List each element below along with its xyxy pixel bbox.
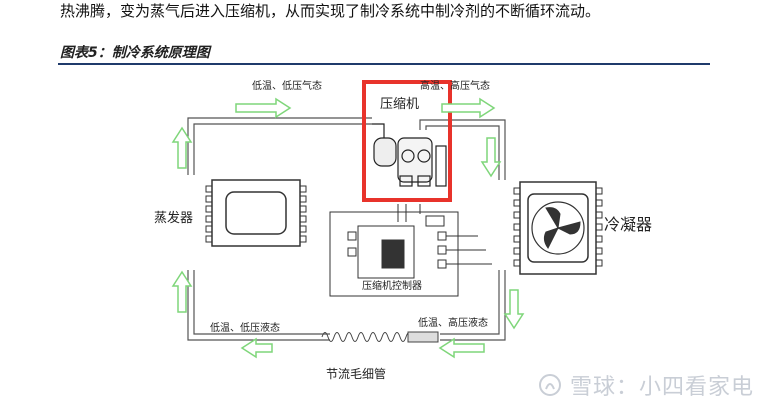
- label-top-left-flow: 低温、低压气态: [252, 79, 322, 92]
- snowball-logo-icon: [539, 374, 561, 396]
- flow-arrow-left-up-1: [171, 126, 193, 169]
- label-controller: 压缩机控制器: [362, 279, 422, 292]
- flow-arrow-bottom-left: [240, 337, 273, 359]
- label-compressor: 压缩机: [380, 96, 419, 112]
- flow-arrow-left-up-2: [171, 270, 193, 313]
- flow-arrow-right-down-1: [480, 137, 502, 178]
- capillary-coil: [321, 331, 439, 343]
- evaporator-unit: [205, 179, 307, 247]
- condenser-unit: [513, 181, 603, 275]
- label-top-right-flow: 高温、高压气态: [420, 79, 490, 92]
- caption-divider: [58, 63, 710, 65]
- label-evaporator: 蒸发器: [154, 210, 193, 226]
- flow-arrow-right-down-2: [503, 289, 525, 330]
- figure-caption: 图表5：制冷系统原理图: [60, 45, 210, 61]
- refrigerant-piping: [187, 117, 506, 341]
- watermark: 雪球：小四看家电: [538, 370, 770, 400]
- flow-arrow-top-left: [235, 97, 292, 119]
- label-condenser: 冷凝器: [604, 215, 652, 234]
- compressor-highlight-box: [362, 80, 452, 202]
- flow-arrows: [171, 97, 525, 359]
- flow-arrow-top-right: [441, 97, 496, 119]
- controller-board: [329, 204, 492, 297]
- label-capillary: 节流毛细管: [326, 366, 386, 381]
- label-bottom-left-flow: 低温、低压液态: [210, 321, 280, 334]
- flow-arrow-bottom-right: [438, 337, 485, 359]
- watermark-text: 雪球：小四看家电: [570, 375, 755, 400]
- label-bottom-right-flow: 低温、高压液态: [418, 316, 488, 329]
- compressor-unit: [372, 123, 447, 187]
- body-text: 热沸腾，变为蒸气后进入压缩机，从而实现了制冷系统中制冷剂的不断循环流动。: [60, 2, 601, 20]
